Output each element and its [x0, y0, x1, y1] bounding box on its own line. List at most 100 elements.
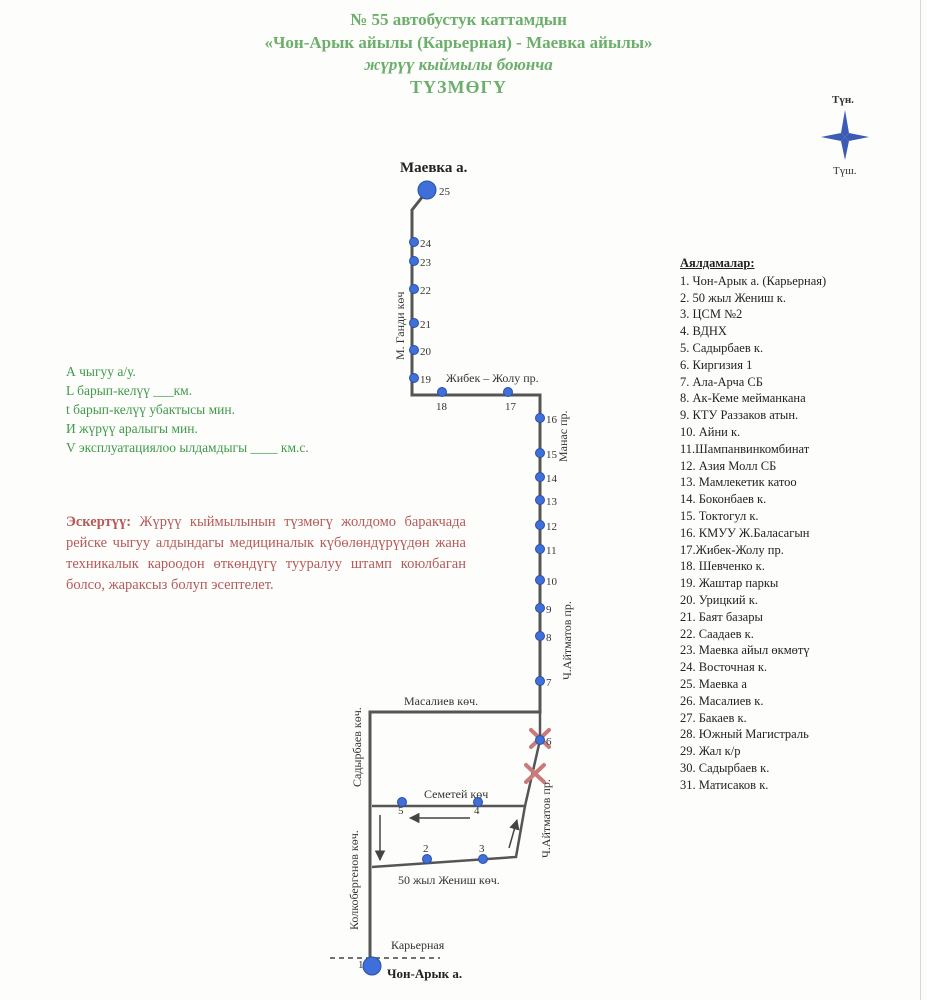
stop-marker	[535, 413, 545, 423]
stop-list-item: 12. Азия Молл СБ	[680, 458, 777, 473]
stop-marker	[437, 387, 447, 397]
warning-note: Эскертүү: Жүрүү кыймылынын түзмөгү жолдо…	[66, 512, 466, 596]
stop-number-label: 15	[546, 449, 558, 461]
stop-number-label: 16	[546, 414, 558, 426]
stop-number-label: 1	[358, 959, 364, 971]
param-line: t барып-келүү убактысы мин.	[66, 402, 235, 417]
stop-marker	[397, 797, 407, 807]
note-label: Эскертүү:	[66, 514, 132, 530]
stop-marker	[535, 544, 545, 554]
stop-marker	[478, 854, 488, 864]
route-line	[368, 190, 542, 960]
stop-marker	[473, 797, 483, 807]
stop-marker	[409, 373, 419, 383]
param-line: V эксплуатациялоо ылдамдыгы ____ км.с.	[66, 440, 309, 455]
stop-marker	[535, 735, 545, 745]
stop-number-label: 10	[546, 576, 558, 588]
stop-list-item: 29. Жал к/р	[680, 744, 741, 759]
street-label-karyernaya: Карьерная	[391, 938, 445, 952]
route-parameters: А чыгуу а/у. L барып-келүү ___км. t бары…	[66, 362, 309, 457]
stop-marker	[417, 180, 437, 200]
stop-number-label: 14	[546, 473, 558, 485]
street-label-jibek: Жибек – Жолу пр.	[446, 371, 539, 385]
stop-list-item: 20. Урицкий к.	[680, 592, 758, 607]
stop-marker	[409, 284, 419, 294]
stop-marker	[535, 575, 545, 585]
stop-number-label: 11	[546, 545, 557, 557]
stop-number-label: 5	[398, 805, 404, 817]
stops-header: Аялдамалар:	[680, 256, 755, 270]
street-label-semetey: Семетей көч	[424, 787, 488, 801]
stop-marker	[535, 448, 545, 458]
stop-number-label: 21	[420, 319, 431, 331]
stop-number-label: 23	[420, 257, 432, 269]
stop-list-item: 24. Восточная к.	[680, 660, 768, 675]
stop-list-item: 8. Ак-Кеме мейманкана	[680, 391, 806, 406]
stops-list: Аялдамалар: 1. Чон-Арык а. (Карьерная)2.…	[680, 255, 826, 794]
stop-list-item: 22. Саадаев к.	[680, 626, 754, 641]
stop-number-label: 17	[505, 401, 517, 413]
title-line-3: жүрүү кыймылы боюнча	[364, 55, 553, 74]
stop-list-item: 31. Матисаков к.	[680, 777, 769, 792]
stop-list-item: 3. ЦСМ №2	[680, 307, 743, 322]
street-label-gandi: М. Ганди көч	[393, 292, 407, 360]
stop-marker	[535, 631, 545, 641]
stop-number-label: 25	[439, 186, 451, 198]
stops-items: 1. Чон-Арык а. (Карьерная)2. 50 жыл Жени…	[680, 273, 826, 794]
stop-list-item: 6. Киргизия 1	[680, 357, 753, 372]
stop-marker	[535, 676, 545, 686]
title-line-4: ТҮЗМӨГҮ	[410, 77, 507, 97]
page-edge	[920, 0, 921, 1000]
param-line: L барып-келүү ___км.	[66, 383, 193, 398]
compass-south-label: Түш.	[833, 165, 857, 177]
street-label-kolkobergenov: Колкобергенов көч.	[347, 830, 361, 930]
street-label-aitmatov-upper: Ч.Айтматов пр.	[560, 601, 574, 680]
stop-list-item: 10. Айни к.	[680, 424, 741, 439]
stop-list-item: 19. Жаштар паркы	[680, 576, 779, 591]
stop-marker	[535, 603, 545, 613]
note-text: Жүрүү кыймылынын түзмөгү жолдомо баракча…	[66, 514, 466, 593]
stop-list-item: 11.Шампанвинкомбинат	[680, 441, 810, 456]
stop-list-item: 26. Масалиев к.	[680, 693, 764, 708]
stop-list-item: 18. Шевченко к.	[680, 559, 765, 574]
stop-number-label: 13	[546, 496, 558, 508]
stop-number-label: 6	[546, 736, 552, 748]
stop-number-label: 19	[420, 374, 432, 386]
stop-marker	[422, 854, 432, 864]
stop-number-label: 3	[479, 843, 485, 855]
direction-arrow-up	[508, 818, 520, 849]
stop-list-item: 30. Садырбаев к.	[680, 760, 770, 775]
stop-number-label: 8	[546, 632, 552, 644]
stop-marker	[535, 495, 545, 505]
street-label-manas: Манас пр.	[556, 411, 570, 463]
stop-list-item: 4. ВДНХ	[680, 324, 727, 339]
title-line-2: «Чон-Арык айылы (Карьерная) - Маевка айы…	[264, 33, 653, 52]
stop-list-item: 15. Токтогул к.	[680, 508, 759, 523]
street-label-sadyrbaev: Садырбаев көч.	[350, 707, 364, 787]
param-line: И жүрүү аралыгы мин.	[66, 421, 198, 436]
stop-number-label: 20	[420, 346, 432, 358]
stop-marker	[535, 520, 545, 530]
stop-list-item: 27. Бакаев к.	[680, 710, 747, 725]
place-label-chon-aryk: Чон-Арык а.	[387, 966, 462, 981]
street-label-masaliev: Масалиев көч.	[404, 694, 478, 708]
stop-list-item: 16. КМУУ Ж.Баласагын	[680, 525, 810, 540]
compass-north-label: Түн.	[832, 94, 854, 106]
stop-list-item: 13. Мамлекетик катоо	[680, 475, 797, 490]
stop-marker	[362, 956, 382, 976]
stop-marker	[409, 237, 419, 247]
stop-list-item: 21. Баят базары	[680, 609, 763, 624]
place-label-maevka: Маевка а.	[400, 160, 468, 176]
stop-list-item: 7. Ала-Арча СБ	[680, 374, 763, 389]
stop-list-item: 14. Боконбаев к.	[680, 492, 767, 507]
street-label-jenish: 50 жыл Жениш көч.	[398, 873, 500, 887]
stop-number-label: 12	[546, 521, 557, 533]
title-line-1: № 55 автобустук каттамдын	[350, 10, 567, 29]
stop-number-label: 9	[546, 604, 552, 616]
stop-marker	[535, 472, 545, 482]
stop-marker	[409, 345, 419, 355]
compass-rose-icon	[821, 110, 869, 160]
stop-list-item: 17.Жибек-Жолу пр.	[680, 542, 784, 557]
stop-list-item: 1. Чон-Арык а. (Карьерная)	[680, 273, 827, 288]
